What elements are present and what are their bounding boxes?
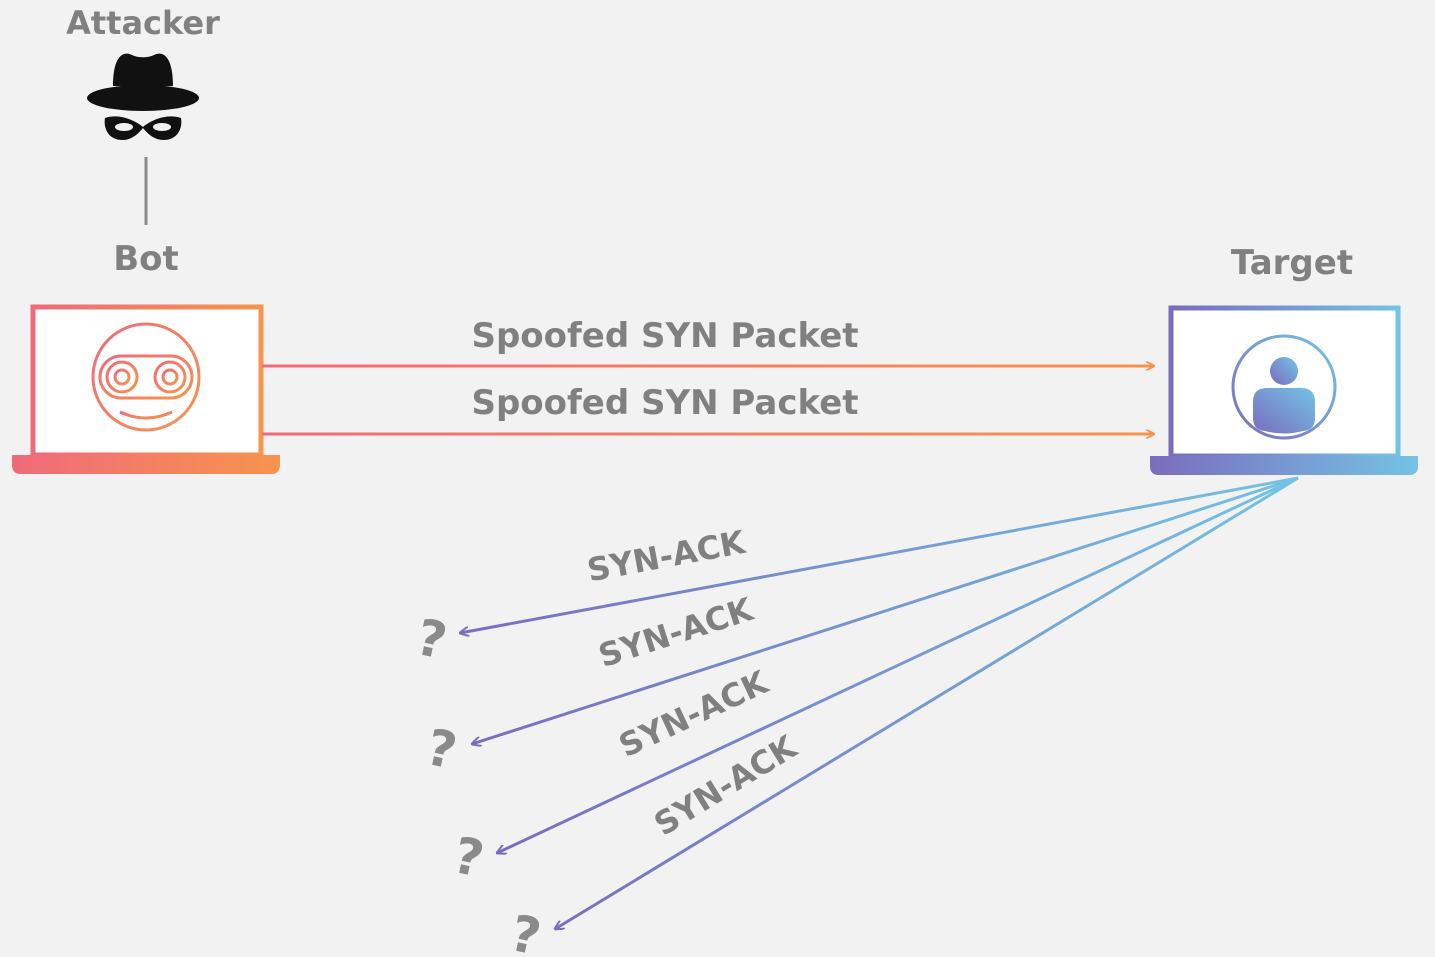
unknown-destination-icon: ? <box>411 608 451 671</box>
spy-icon <box>87 53 199 140</box>
attacker-label: Attacker <box>66 4 220 42</box>
bot-node: Bot <box>12 239 280 474</box>
request-arrows: Spoofed SYN Packet Spoofed SYN Packet <box>262 316 1154 434</box>
robot-face-icon <box>91 322 201 432</box>
user-icon <box>1231 334 1337 440</box>
attacker-node: Attacker <box>66 4 220 225</box>
response-arrows: SYN-ACK SYN-ACK SYN-ACK SYN-ACK ? ? ? ? <box>411 476 1299 957</box>
unknown-destination-icon: ? <box>421 718 461 781</box>
response-arrow <box>460 476 1299 633</box>
target-label: Target <box>1231 243 1353 283</box>
bot-label: Bot <box>113 239 179 279</box>
bot-laptop-icon <box>12 304 280 474</box>
response-arrow <box>555 476 1299 929</box>
request-label: Spoofed SYN Packet <box>471 383 858 423</box>
request-label: Spoofed SYN Packet <box>471 316 858 356</box>
response-arrow <box>497 476 1299 853</box>
response-arrow <box>472 476 1299 744</box>
unknown-destination-icon: ? <box>505 904 545 957</box>
target-node: Target <box>1150 243 1418 475</box>
response-label: SYN-ACK <box>584 523 749 590</box>
unknown-destination-icon: ? <box>448 826 488 889</box>
